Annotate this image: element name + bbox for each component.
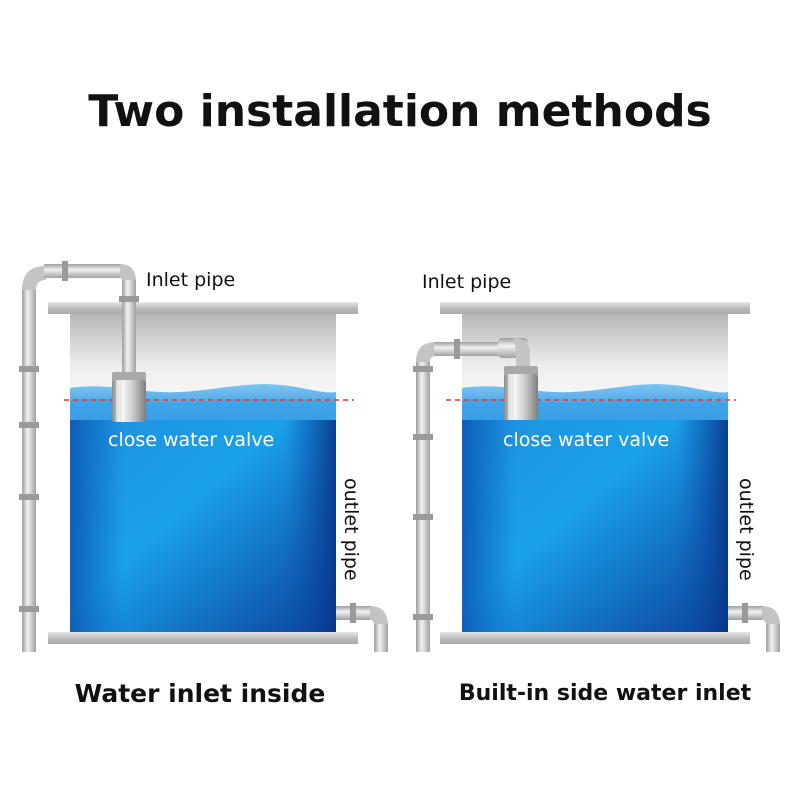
left-inlet-label: Inlet pipe	[146, 269, 235, 291]
left-tank	[48, 302, 358, 644]
right-tank-bottom-rim	[440, 632, 750, 644]
right-valve-label: close water valve	[503, 429, 669, 451]
left-tank-bottom-rim	[48, 632, 358, 644]
left-inlet-pipe	[19, 261, 139, 652]
right-outlet-label: outlet pipe	[735, 478, 757, 581]
right-inlet-pipe	[413, 338, 530, 652]
left-valve-label: close water valve	[108, 429, 274, 451]
left-caption: Water inlet inside	[75, 679, 326, 708]
left-outlet-pipe	[336, 603, 388, 652]
right-tank	[440, 302, 750, 644]
right-outlet-pipe	[728, 603, 780, 652]
right-inlet-label: Inlet pipe	[422, 271, 511, 293]
page-title: Two installation methods	[88, 86, 712, 137]
left-outlet-label: outlet pipe	[340, 478, 362, 581]
right-tank-top-rim	[440, 302, 750, 314]
right-float-valve-icon	[504, 366, 538, 420]
left-tank-top-rim	[48, 302, 358, 314]
left-float-valve-icon	[112, 372, 146, 422]
right-caption: Built-in side water inlet	[459, 681, 752, 706]
